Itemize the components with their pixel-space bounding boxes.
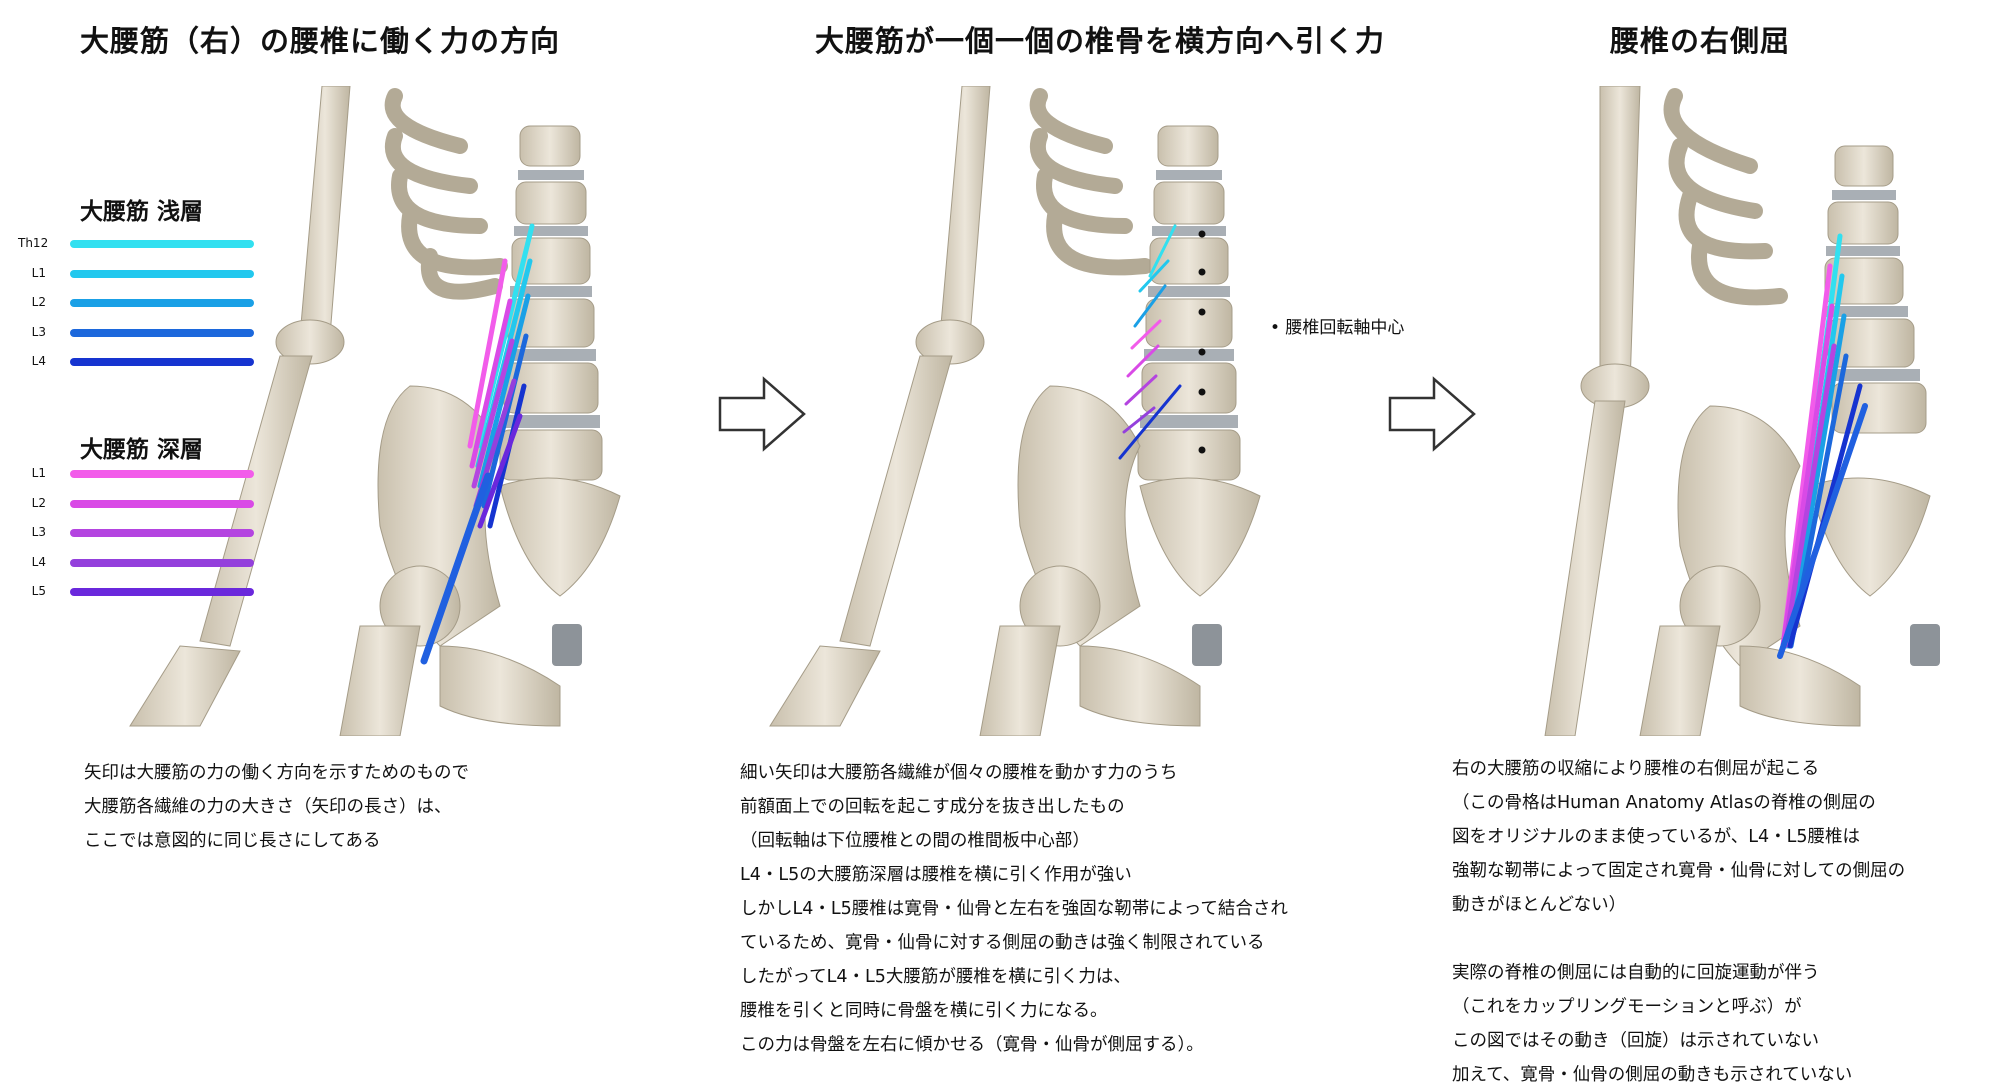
text-line: （回転軸は下位腰椎との間の椎間板中心部） <box>740 831 1090 851</box>
middle-explanation-text: 細い矢印は大腰筋各繊維が個々の腰椎を動かす力のうち前額面上での回転を起こす成分を… <box>740 756 1288 1062</box>
sacrum-bone <box>499 477 621 597</box>
pubic-symphysis <box>552 624 582 666</box>
text-line: しかしL4・L5腰椎は寛骨・仙骨と左右を強固な靭帯によって結合され <box>740 899 1288 919</box>
text-line: （この骨格はHuman Anatomy Atlasの脊椎の側屈の <box>1452 793 1876 813</box>
right-skeleton-illustration <box>1544 86 1940 736</box>
legend-label: L4 <box>31 354 46 368</box>
text-line: この力は骨盤を左右に傾かせる（寛骨・仙骨が側屈する）。 <box>740 1035 1204 1055</box>
legend-label: L1 <box>31 466 46 480</box>
laterally-flexed-spine <box>1824 145 1927 434</box>
text-line: したがってL4・L5大腰筋が腰椎を横に引く力は、 <box>740 967 1131 987</box>
pubis-bone <box>1079 645 1201 727</box>
legend-color-bar <box>70 470 254 478</box>
humerus-bone <box>299 86 351 337</box>
text-line: 図をオリジナルのまま使っているが、L4・L5腰椎は <box>1452 827 1861 847</box>
text-line: 実際の脊椎の側屈には自動的に回旋運動が伴う <box>1452 963 1820 983</box>
lumbar-spine <box>1137 125 1241 481</box>
legend-label: L3 <box>31 324 46 339</box>
pubis-bone <box>439 645 561 727</box>
legend-color-bar <box>70 299 254 307</box>
text-line: （これをカップリングモーションと呼ぶ）が <box>1452 997 1802 1017</box>
rotation-axis-dots <box>1198 230 1206 454</box>
ribcage <box>384 88 508 300</box>
legend-label: L3 <box>31 525 46 539</box>
left-panel-title: 大腰筋（右）の腰椎に働く力の方向 <box>79 24 560 58</box>
text-line: 動きがほとんどない） <box>1452 895 1627 915</box>
ribcage <box>1029 88 1153 276</box>
contracted-psoas-fibers <box>1777 233 1868 659</box>
text-line: 前額面上での回転を起こす成分を抜き出したもの <box>740 797 1125 817</box>
text-line: ているため、寛骨・仙骨に対する側屈の動きは強く制限されている <box>740 933 1265 953</box>
right-explanation-text: 右の大腰筋の収縮により腰椎の右側屈が起こる （この骨格はHuman Anatomy… <box>1452 752 1905 1092</box>
sacrum-bone <box>1139 477 1261 597</box>
text-line: 細い矢印は大腰筋各繊維が個々の腰椎を動かす力のうち <box>740 763 1178 783</box>
forearm-bones <box>1544 400 1626 736</box>
text-line: 腰椎を引くと同時に骨盤を横に引く力になる。 <box>740 1001 1108 1021</box>
humerus-bone <box>939 86 991 337</box>
legend-color-bar <box>70 558 254 567</box>
left-explanation-text: 矢印は大腰筋の力の働く方向を示すためのもので大腰筋各繊維の力の大きさ（矢印の長さ… <box>84 756 469 858</box>
rotational-force-arrows <box>1118 224 1182 460</box>
psoas-force-arrows <box>420 223 535 665</box>
text-line: 加えて、寛骨・仙骨の側屈の動きも示されていない <box>1452 1065 1853 1085</box>
right-panel-title: 腰椎の右側屈 <box>1609 24 1790 58</box>
left-skeleton-illustration <box>129 86 621 736</box>
legend-label: L2 <box>31 495 46 510</box>
legend-color-bar <box>70 269 254 278</box>
legend-label: L1 <box>31 265 46 280</box>
legend-label: L4 <box>31 554 46 569</box>
forearm-bones <box>199 355 313 647</box>
legend-label: L5 <box>31 584 46 598</box>
legend-label: L2 <box>31 295 46 309</box>
sacrum-bone <box>1809 477 1931 597</box>
text-line: ここでは意図的に同じ長さにしてある <box>84 831 381 851</box>
legend-color-bar <box>70 328 254 337</box>
legend-deep-title: 大腰筋 深層 <box>80 437 204 463</box>
hand-bones <box>769 645 881 727</box>
middle-skeleton-illustration <box>769 86 1261 736</box>
text-line: 大腰筋各繊維の力の大きさ（矢印の長さ）は、 <box>84 797 452 817</box>
legend-shallow-title: 大腰筋 浅層 <box>80 199 204 225</box>
next-step-arrow-1 <box>718 376 806 452</box>
lumbar-spine <box>499 125 603 481</box>
ribcage <box>1663 88 1788 306</box>
middle-panel-title: 大腰筋が一個一個の椎骨を横方向へ引く力 <box>814 24 1385 58</box>
legend-color-bar <box>70 240 254 248</box>
pubis-bone <box>1739 645 1861 727</box>
text-line: 強靭な靭帯によって固定され寛骨・仙骨に対しての側屈の <box>1452 861 1906 881</box>
humerus-bone <box>1599 86 1641 387</box>
femur-bone <box>1639 625 1721 736</box>
pubic-symphysis <box>1910 624 1940 666</box>
legend-color-bar <box>70 529 254 537</box>
next-step-arrow-2 <box>1388 376 1476 452</box>
text-line: 矢印は大腰筋の力の働く方向を示すためのもので <box>84 763 469 783</box>
text-line: L4・L5の大腰筋深層は腰椎を横に引く作用が強い <box>740 865 1132 885</box>
forearm-bones <box>839 355 953 647</box>
hand-bones <box>129 645 241 727</box>
rotation-axis-label: • 腰椎回転軸中心 <box>1270 318 1405 338</box>
pubic-symphysis <box>1192 624 1222 666</box>
text-line: この図ではその動き（回旋）は示されていない <box>1452 1031 1819 1051</box>
legend-label: Th12 <box>18 236 49 250</box>
femur-bone <box>339 625 421 736</box>
text-line: 右の大腰筋の収縮により腰椎の右側屈が起こる <box>1452 759 1820 779</box>
legend-color-bar <box>70 499 254 508</box>
femur-bone <box>979 625 1061 736</box>
text-line <box>1452 922 1905 956</box>
legend-color-bar <box>70 588 254 596</box>
legend-color-bar <box>70 358 254 366</box>
